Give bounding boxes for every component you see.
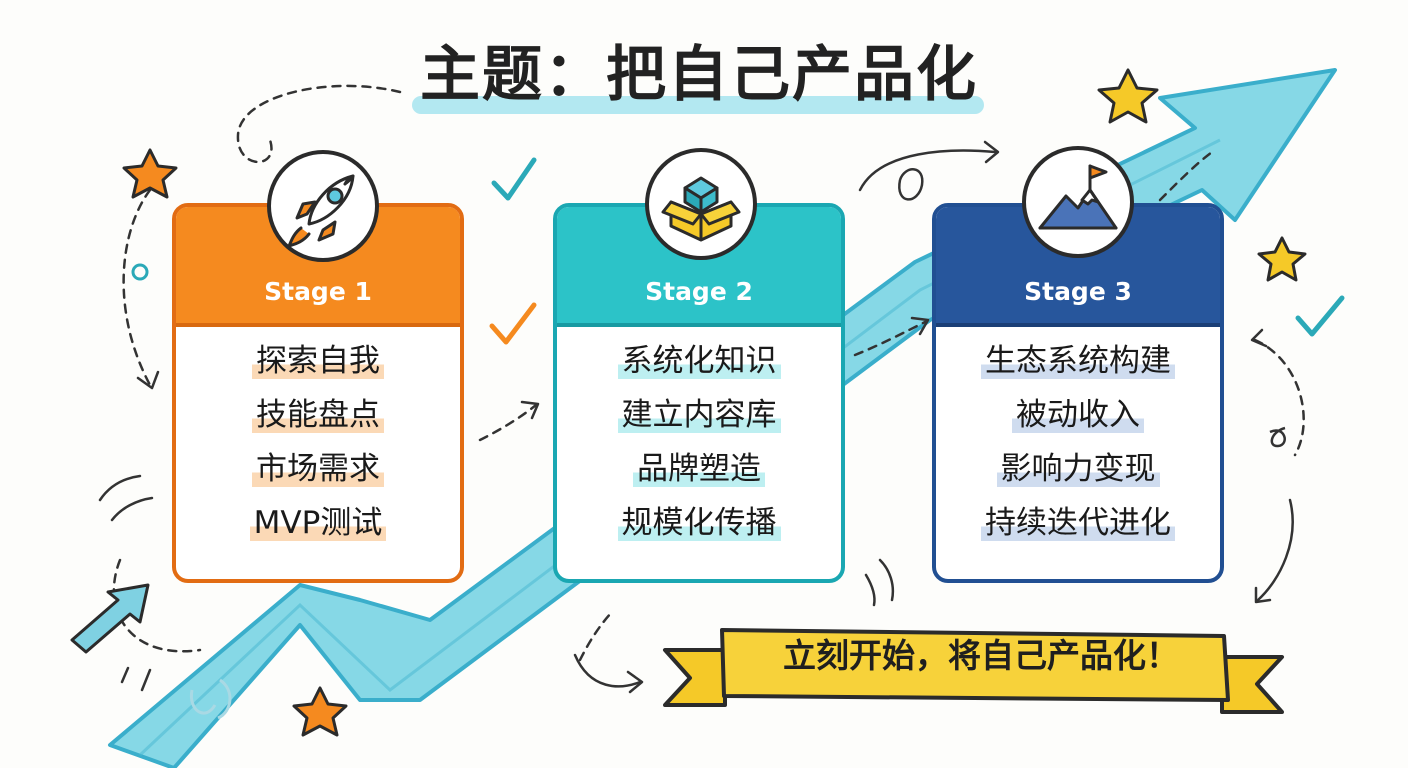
- watermark-logo: [189, 678, 232, 720]
- checkmark-icon: [489, 302, 537, 345]
- rocket-icon: [287, 174, 355, 248]
- stage-2-badge: [645, 148, 757, 260]
- dashed-arrow-mid-1: [478, 403, 538, 442]
- stage-3-badge: [1022, 146, 1134, 258]
- call-to-action-text: 立刻开始，将自己产品化！: [783, 636, 1179, 675]
- star-icon: [1257, 236, 1307, 282]
- list-item: 被动收入: [1012, 397, 1144, 433]
- title-highlight: [412, 96, 984, 114]
- stage-item-list: 生态系统构建 被动收入 影响力变现 持续迭代进化: [936, 343, 1220, 559]
- star-icon: [1097, 68, 1159, 124]
- stage-item-list: 探索自我 技能盘点 市场需求 MVP测试: [176, 343, 460, 559]
- star-icon: [122, 148, 178, 199]
- list-item: 持续迭代进化: [981, 505, 1175, 541]
- call-to-action-banner: [663, 628, 1284, 714]
- stage-label: Stage 2: [645, 277, 753, 306]
- list-item: 探索自我: [252, 343, 384, 379]
- title-block: 主题：把自己产品化: [404, 34, 994, 124]
- list-item: 品牌塑造: [633, 451, 765, 487]
- small-blue-arrow-icon: [70, 583, 150, 654]
- list-item: 技能盘点: [252, 397, 384, 433]
- list-item: 生态系统构建: [981, 343, 1175, 379]
- list-item: 建立内容库: [617, 397, 781, 433]
- list-item: 市场需求: [252, 451, 384, 487]
- list-item: MVP测试: [249, 505, 387, 541]
- stage-item-list: 系统化知识 建立内容库 品牌塑造 规模化传播: [557, 343, 841, 559]
- page-title: 主题：把自己产品化: [420, 40, 978, 110]
- dashed-arrow-right: [1253, 338, 1305, 457]
- open-box-icon: [661, 176, 741, 242]
- stage-1-badge: [267, 150, 379, 262]
- checkmark-icon: [1295, 295, 1345, 337]
- stage-card-1: Stage 1 探索自我 技能盘点 市场需求 MVP测试: [172, 203, 464, 583]
- mountain-flag-icon: [1038, 164, 1118, 230]
- stage-card-3: Stage 3 生态系统构建 被动收入 影响力变现 持续迭代进化: [932, 203, 1224, 583]
- dashed-arrow-mid-2: [853, 320, 927, 357]
- stage-card-header: Stage 1: [176, 207, 460, 327]
- dashed-arrow-left: [122, 188, 152, 387]
- dashed-swirl-bottom-left: [112, 558, 202, 653]
- star-icon: [292, 686, 348, 737]
- stage-label: Stage 3: [1024, 277, 1132, 306]
- list-item: 系统化知识: [617, 343, 781, 379]
- stage-label: Stage 1: [264, 277, 372, 306]
- list-item: 影响力变现: [996, 451, 1160, 487]
- list-item: 规模化传播: [617, 505, 781, 541]
- stage-card-2: Stage 2 系统化知识 建立内容库 品牌塑造 规模化传播: [553, 203, 845, 583]
- dashed-swirl-top-left: [236, 84, 402, 164]
- checkmark-icon: [491, 157, 537, 201]
